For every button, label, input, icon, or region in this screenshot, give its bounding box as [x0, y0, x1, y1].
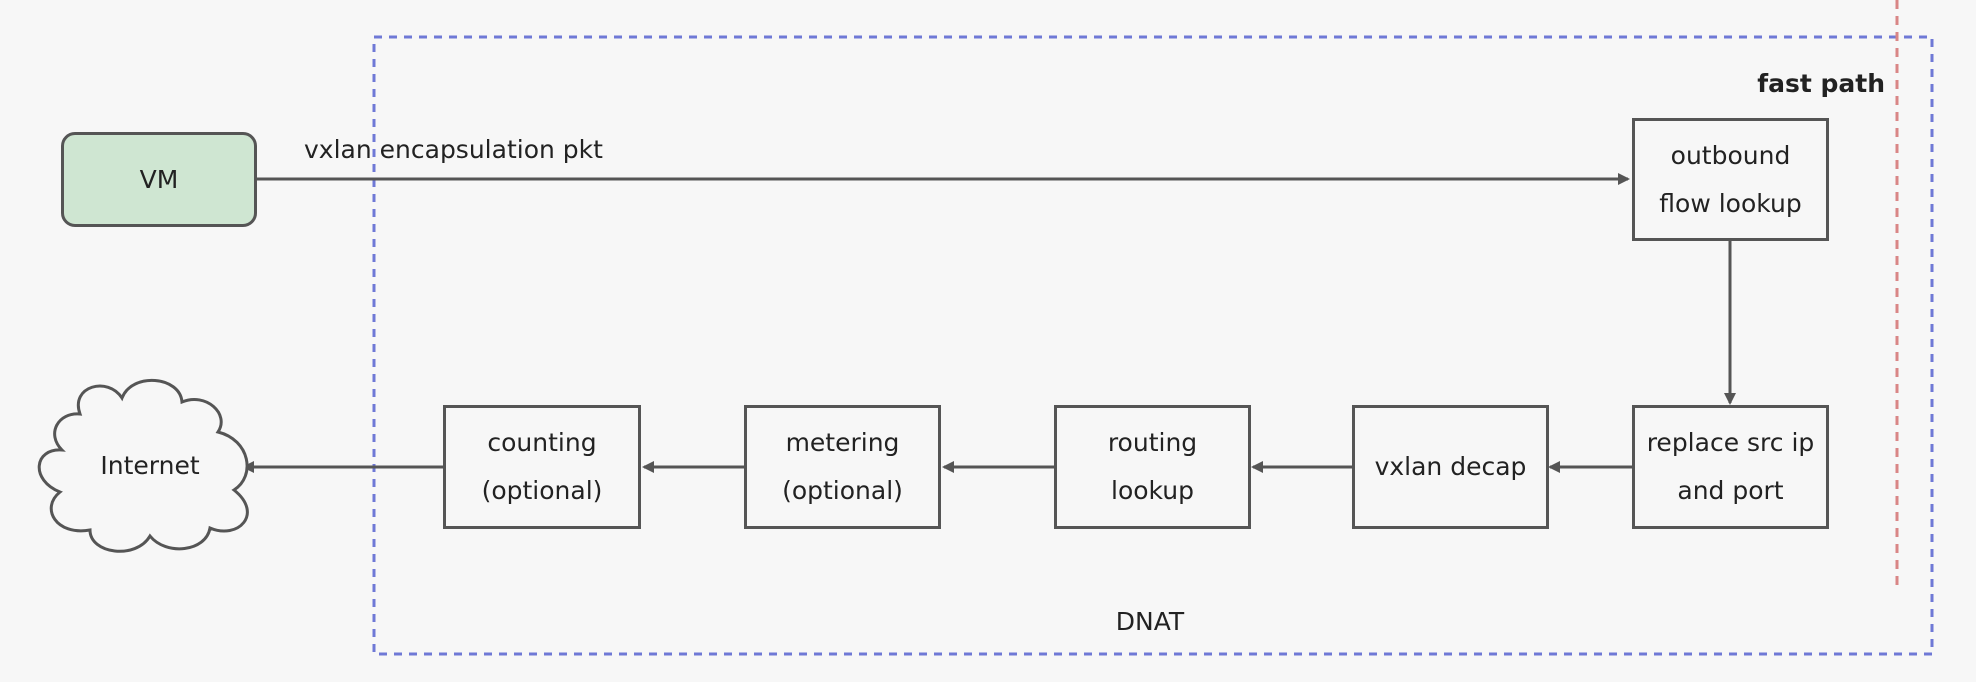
metering-line2: (optional): [782, 476, 903, 505]
vxlan-decap-node: vxlan decap: [1352, 405, 1549, 529]
internet-label: Internet: [100, 451, 200, 480]
metering-line1: metering: [785, 428, 900, 457]
vm-label: VM: [139, 164, 179, 194]
dnat-boundary: [372, 35, 1934, 656]
outbound-line2: flow lookup: [1659, 188, 1802, 218]
fast-path-label: fast path: [1757, 69, 1885, 98]
metering-node: metering (optional): [744, 405, 941, 529]
routing-lookup-node: routing lookup: [1054, 405, 1251, 529]
vm-node: VM: [61, 132, 257, 227]
outbound-line1: outbound: [1670, 140, 1791, 170]
routing-line2: lookup: [1111, 476, 1194, 505]
counting-node: counting (optional): [443, 405, 641, 529]
outbound-flow-lookup-node: outbound flow lookup: [1632, 118, 1829, 241]
vxlan-encapsulation-label: vxlan encapsulation pkt: [304, 135, 603, 164]
replace-line1: replace src ip: [1646, 428, 1815, 457]
internet-cloud-icon: [37, 378, 249, 553]
counting-line1: counting: [487, 428, 597, 457]
decap-label: vxlan decap: [1374, 452, 1527, 481]
dnat-label: DNAT: [1115, 607, 1185, 636]
replace-src-node: replace src ip and port: [1632, 405, 1829, 529]
routing-line1: routing: [1107, 428, 1198, 457]
counting-line2: (optional): [481, 476, 603, 505]
replace-line2: and port: [1677, 476, 1784, 505]
